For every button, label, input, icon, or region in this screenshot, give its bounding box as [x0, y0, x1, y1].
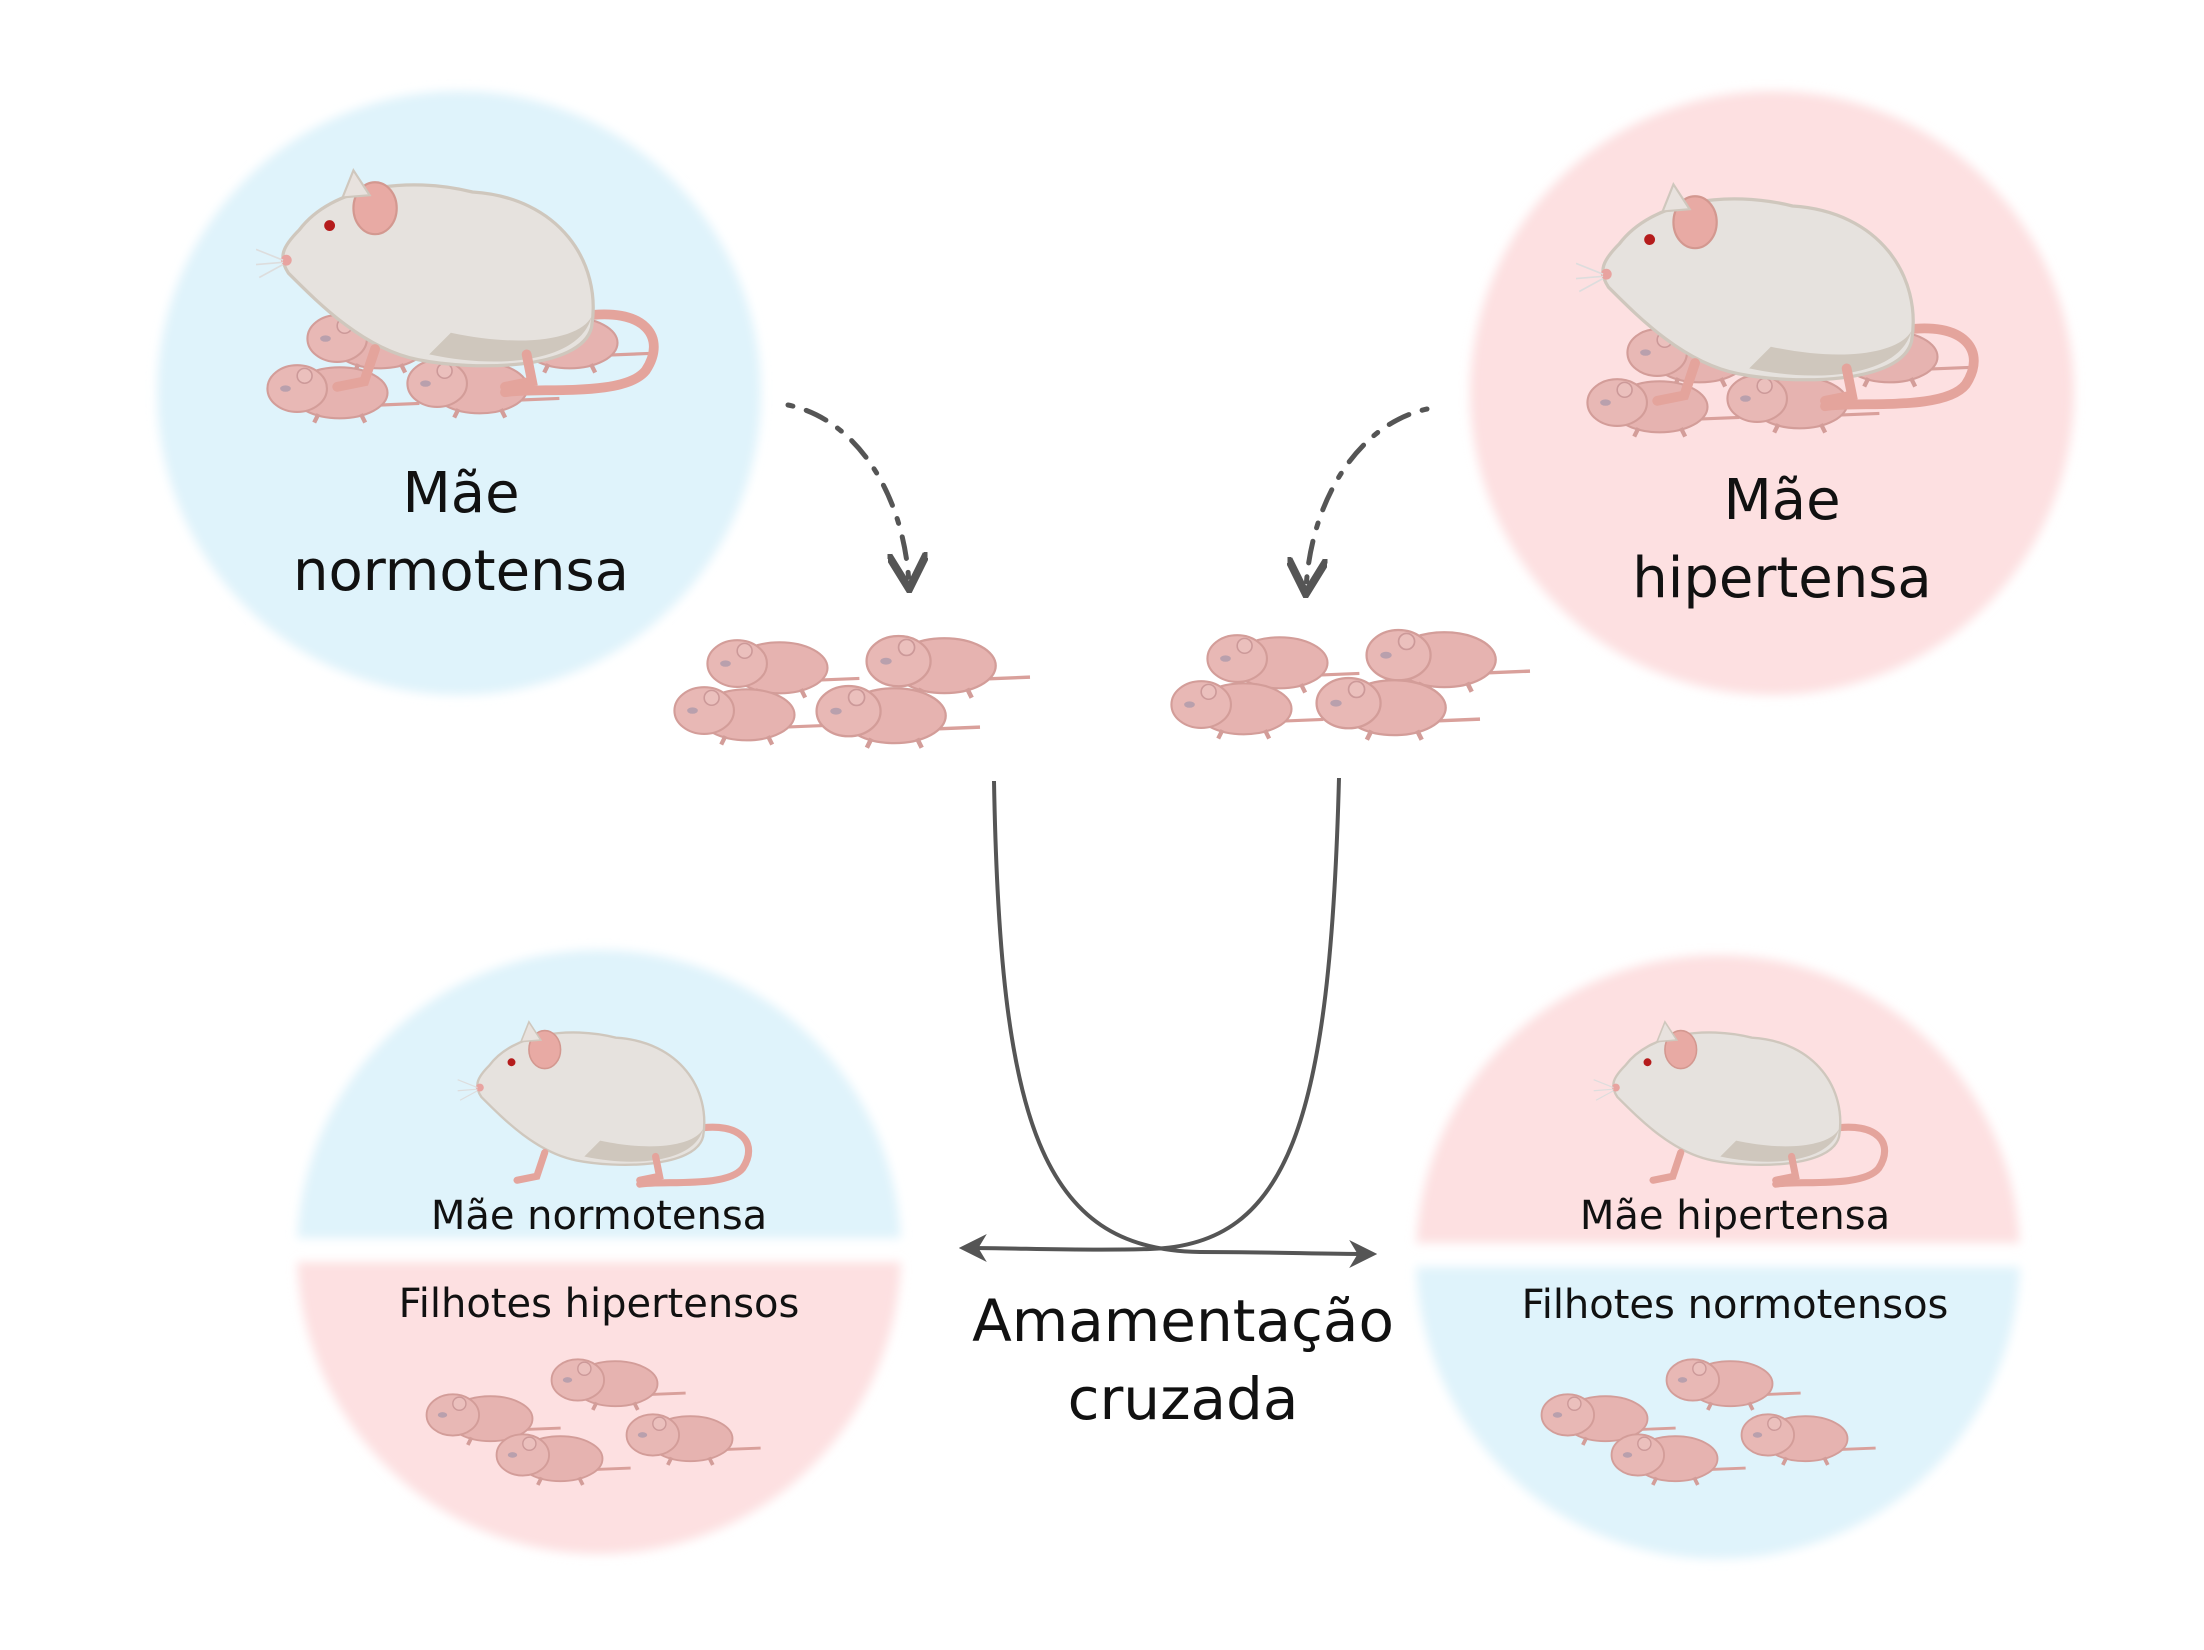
dotted-arrow-left [785, 402, 909, 585]
pup-group-right [1171, 630, 1530, 740]
caption-line: cruzada [1067, 1365, 1299, 1433]
pup-icon [817, 686, 980, 748]
normotensive-mother-label: Mãe normotensa [293, 455, 629, 611]
pup-icon [1171, 681, 1323, 738]
label-line: Mãe [1723, 468, 1841, 533]
cross-arrow-left-to-right [992, 780, 1378, 1268]
bottom-left-mother-label: Mãe normotensa [430, 1193, 768, 1239]
cross-fostering-caption: Amamentação cruzada [972, 1282, 1394, 1438]
pup-group-left [674, 636, 1030, 748]
dotted-arrow-right [1306, 406, 1430, 590]
bottom-left-pups-label: Filhotes hipertensos [398, 1281, 800, 1327]
label-line: normotensa [293, 539, 629, 604]
label-line: hipertensa [1632, 546, 1932, 611]
hypertensive-mother-label: Mãe hipertensa [1632, 462, 1931, 618]
label-line: Mãe [402, 461, 520, 526]
bottom-right-pups-label: Filhotes normotensos [1521, 1282, 1949, 1328]
bottom-right-mother-label: Mãe hipertensa [1579, 1193, 1891, 1239]
caption-line: Amamentação [972, 1287, 1394, 1355]
cross-arrow-right-to-left [958, 777, 1341, 1263]
